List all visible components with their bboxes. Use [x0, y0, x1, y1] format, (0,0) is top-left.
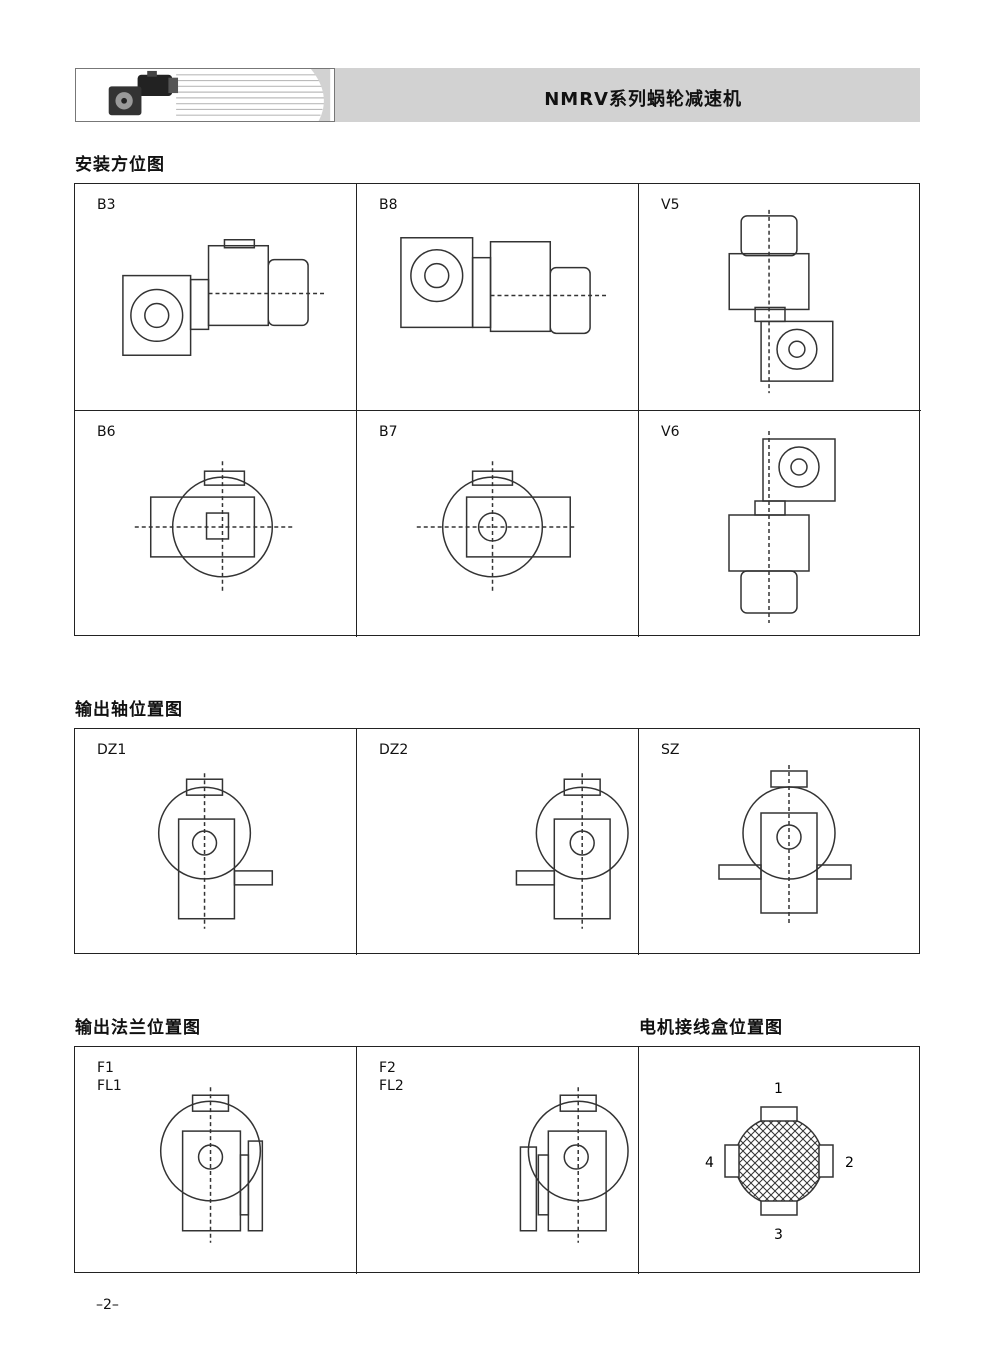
- cell-label: DZ1: [97, 742, 127, 758]
- section-title-junction: 电机接线盒位置图: [639, 1018, 783, 1038]
- b7-drawing: [416, 461, 577, 591]
- section-title-flange: 输出法兰位置图: [75, 1018, 201, 1038]
- f2-drawing: [519, 1087, 629, 1243]
- mounting-cell-b8: B8: [357, 184, 639, 411]
- junction-pos-3: 3: [774, 1227, 783, 1243]
- flange-cell-f2: F2 FL2: [357, 1047, 639, 1274]
- shaft-grid: DZ1 DZ2 SZ: [74, 728, 921, 955]
- mounting-cell-v5: V5: [639, 184, 921, 411]
- cell-label: B7: [379, 424, 398, 440]
- sz-drawing: [718, 765, 852, 925]
- cell-label: F1 FL1: [97, 1060, 122, 1094]
- dz2-drawing: [515, 773, 629, 929]
- gear-motor-photo: [108, 70, 179, 116]
- header-bar: [325, 68, 920, 122]
- flange-cell-f1: F1 FL1: [75, 1047, 357, 1274]
- cell-label: V6: [661, 424, 680, 440]
- mounting-cell-b3: B3: [75, 184, 357, 411]
- mounting-cell-b7: B7: [357, 411, 639, 637]
- cell-label: DZ2: [379, 742, 409, 758]
- b6-drawing: [134, 461, 295, 591]
- flange-grid: F1 FL1 F2 FL2: [74, 1046, 921, 1274]
- shaft-cell-dz1: DZ1: [75, 729, 357, 955]
- dz1-drawing: [157, 773, 274, 929]
- section-title-shaft: 输出轴位置图: [75, 700, 183, 720]
- page-number: –2–: [96, 1297, 119, 1313]
- v5-drawing: [728, 209, 834, 394]
- cell-label: SZ: [661, 742, 680, 758]
- v6-drawing: [728, 431, 836, 623]
- b8-drawing: [400, 237, 607, 335]
- mounting-cell-v6: V6: [639, 411, 921, 637]
- shaft-cell-sz: SZ: [639, 729, 921, 955]
- junction-pos-2: 2: [845, 1155, 854, 1171]
- junction-box-drawing: 1 2 3 4: [705, 1081, 854, 1243]
- b3-drawing: [122, 239, 325, 356]
- cell-label: B6: [97, 424, 116, 440]
- junction-box-cell: 1 2 3 4: [639, 1047, 921, 1274]
- page-header: NMRV系列蜗轮减速机: [75, 68, 920, 122]
- shaft-cell-dz2: DZ2: [357, 729, 639, 955]
- mounting-cell-b6: B6: [75, 411, 357, 637]
- cell-label: F2 FL2: [379, 1060, 404, 1094]
- section-title-mounting: 安装方位图: [75, 155, 165, 175]
- cell-label: B8: [379, 197, 398, 213]
- header-product-image: [75, 68, 335, 122]
- cell-label: V5: [661, 197, 680, 213]
- page-title: NMRV系列蜗轮减速机: [544, 89, 742, 110]
- f1-drawing: [159, 1087, 264, 1243]
- mounting-grid: B3 B8 V5: [74, 183, 921, 637]
- junction-pos-1: 1: [774, 1081, 783, 1097]
- junction-pos-4: 4: [705, 1155, 714, 1171]
- cell-label: B3: [97, 197, 116, 213]
